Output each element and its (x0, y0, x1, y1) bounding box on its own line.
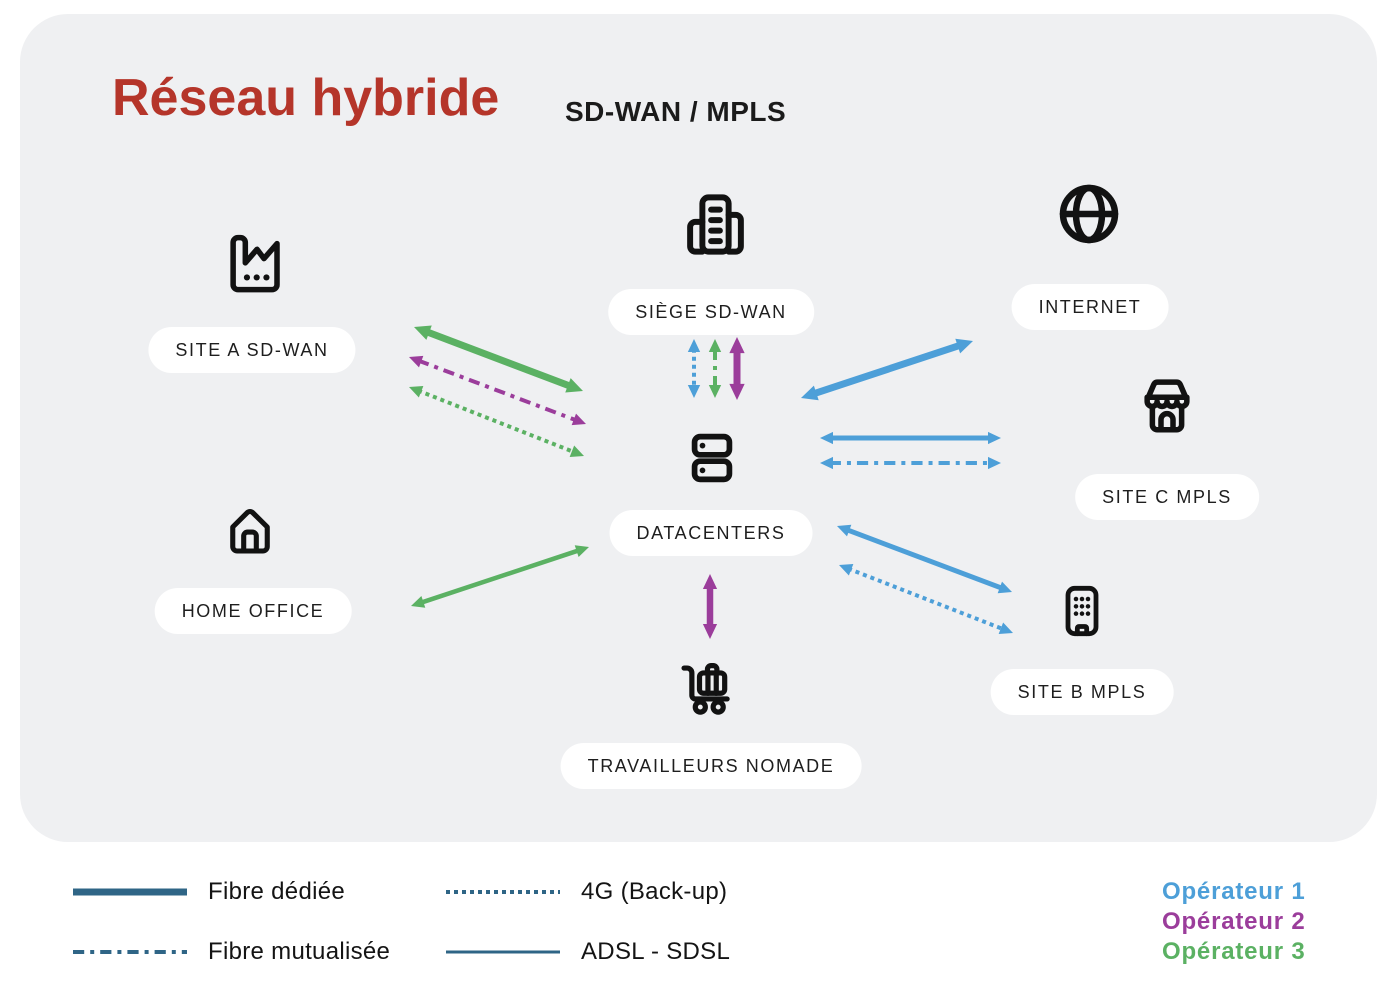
node-label-site-b: SITE B MPLS (990, 669, 1174, 715)
node-label-text: SITE A SD-WAN (175, 339, 329, 360)
node-label-text: TRAVAILLEURS NOMADE (587, 755, 835, 776)
legend-operator-3: Opérateur 3 (1162, 938, 1306, 965)
legend-operator-2: Opérateur 2 (1162, 908, 1306, 935)
page-subtitle: SD-WAN / MPLS (565, 96, 787, 127)
legend-item-4g-backup: 4G (Back-up) (443, 878, 727, 906)
node-label-text: DATACENTERS (636, 522, 786, 543)
node-label-nomade: TRAVAILLEURS NOMADE (560, 743, 862, 789)
node-label-datacenters: DATACENTERS (609, 510, 813, 556)
adsl-sdsl-line-swatch (446, 950, 560, 954)
legend-operator-1: Opérateur 1 (1162, 878, 1306, 905)
legend-label: ADSL - SDSL (581, 938, 731, 965)
fibre-dediee-line-swatch (73, 888, 187, 896)
factory-icon (212, 223, 290, 301)
node-label-siege: SIÈGE SD-WAN (608, 289, 814, 335)
node-label-site-a: SITE A SD-WAN (148, 327, 356, 373)
globe-icon (1050, 175, 1128, 253)
4g-backup-line-swatch (446, 890, 560, 894)
legend-label: 4G (Back-up) (581, 878, 728, 905)
node-label-site-c: SITE C MPLS (1075, 474, 1259, 520)
legend-label: Fibre mutualisée (208, 938, 391, 965)
luggage-cart-icon (667, 651, 745, 729)
legend-item-fibre-mutualisee: Fibre mutualisée (70, 938, 390, 966)
node-label-home-office: HOME OFFICE (154, 588, 352, 634)
node-label-text: SIÈGE SD-WAN (635, 301, 787, 322)
node-label-text: INTERNET (1038, 296, 1142, 317)
office-building-icon (670, 186, 754, 270)
page-title: Réseau hybride (112, 69, 500, 127)
node-label-internet: INTERNET (1011, 284, 1169, 330)
node-label-text: SITE C MPLS (1102, 486, 1232, 507)
store-icon (1128, 368, 1206, 446)
legend-item-adsl-sdsl: ADSL - SDSL (443, 938, 730, 966)
operators-legend: Opérateur 1 Opérateur 2 Opérateur 3 (1162, 878, 1306, 966)
legend-item-fibre-dediee: Fibre dédiée (70, 878, 345, 906)
node-label-text: SITE B MPLS (1017, 681, 1147, 702)
legend-label: Fibre dédiée (208, 878, 346, 905)
server-icon (674, 420, 750, 496)
node-label-text: HOME OFFICE (181, 600, 325, 621)
building-icon (1050, 579, 1114, 643)
fibre-mutualisee-line-swatch (73, 950, 187, 954)
house-icon (214, 494, 286, 566)
